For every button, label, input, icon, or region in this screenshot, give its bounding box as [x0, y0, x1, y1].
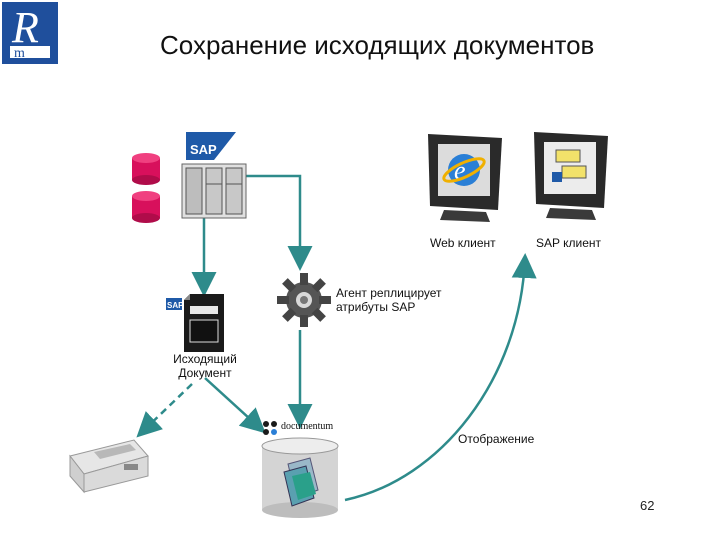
page-number: 62 — [640, 498, 655, 513]
arrow-server-to-repository — [245, 174, 313, 271]
agent-label-line1: Агент реплицирует — [336, 286, 442, 300]
web-client-label: Web клиент — [430, 236, 496, 250]
browser-monitor-icon: e — [424, 130, 508, 228]
sap-gui-monitor-icon — [530, 128, 612, 226]
documentum-label: documentum — [281, 421, 334, 432]
agent-label-line2: атрибуты SAP — [336, 300, 416, 314]
gear-icon — [276, 272, 332, 328]
arrow-document-to-printer — [136, 383, 193, 438]
arrow-repository-to-clients — [344, 253, 537, 502]
svg-text:R: R — [11, 3, 39, 52]
agent-label: Агент реплицирует атрибуты SAP — [336, 286, 442, 314]
document-icon: SAP — [166, 292, 226, 354]
svg-text:e: e — [454, 156, 466, 185]
hse-logo: R m — [2, 2, 58, 64]
sap-server-icon: SAP — [178, 132, 250, 222]
database-cylinder-icon — [258, 436, 342, 520]
sap-brand-text: SAP — [190, 142, 217, 157]
display-edge-label: Отображение — [458, 432, 535, 446]
page-title: Сохранение исходящих документов — [160, 30, 595, 60]
svg-text:m: m — [14, 46, 25, 61]
outgoing-doc-label-line1: Исходящий — [173, 352, 237, 366]
arrow-document-to-repository — [204, 377, 266, 434]
sap-database-icons — [130, 152, 164, 224]
outgoing-doc-label-line2: Документ — [178, 366, 232, 380]
documentum-logo: documentum — [262, 418, 352, 438]
outgoing-doc-label: Исходящий Документ — [162, 352, 248, 380]
sap-client-label: SAP клиент — [536, 236, 602, 250]
documentum-mark-icon — [263, 421, 277, 435]
svg-text:SAP: SAP — [167, 301, 184, 310]
printer-icon — [64, 434, 152, 496]
